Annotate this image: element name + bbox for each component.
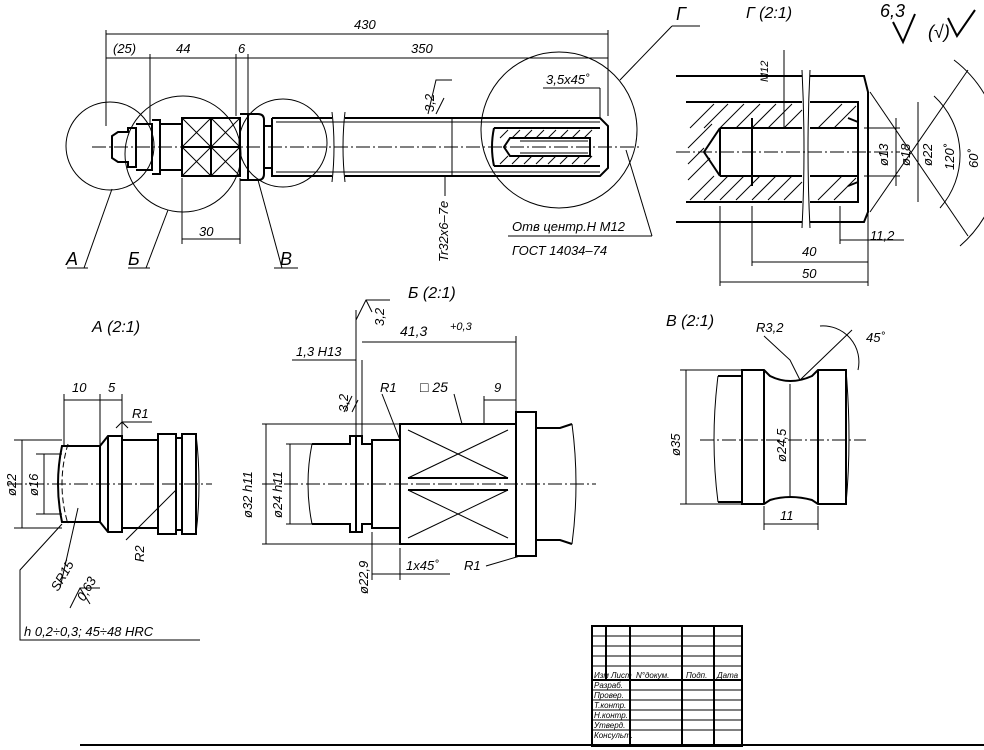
view-g-title: Г (2:1) — [746, 5, 792, 22]
view-v-d245: ø24,5 — [774, 428, 789, 462]
view-v-angle45: 45˚ — [866, 330, 885, 345]
tb-col-sign: Подп. — [686, 671, 707, 680]
thread-spec: Tr32x6–7e — [436, 201, 451, 262]
view-b-rough32: 3,2 — [372, 307, 387, 326]
title-block-row-labels: Изм ЛистРазраб.Провер.Т.контр.Н.контр.Ут… — [593, 671, 633, 740]
view-b-r1: R1 — [380, 380, 397, 395]
view-g-angle120: 120˚ — [942, 143, 957, 170]
view-b — [262, 299, 596, 580]
view-a — [8, 394, 212, 641]
dim-overall-430: 430 — [354, 17, 376, 32]
tb-row-label: Разраб. — [594, 681, 623, 690]
dim-44: 44 — [176, 41, 190, 56]
tb-col-date: Дата — [716, 671, 739, 680]
tb-row-label: Провер. — [594, 691, 624, 700]
view-v-title: В (2:1) — [666, 313, 714, 330]
view-a-dim10: 10 — [72, 380, 87, 395]
chamfer-label: 3,5x45˚ — [546, 72, 590, 87]
view-g-dim112: 11,2 — [870, 228, 895, 243]
view-g-d22: ø22 — [920, 143, 935, 166]
view-b-d24: ø24 h11 — [270, 471, 285, 518]
label-V: В — [280, 249, 292, 269]
view-g-dim50: 50 — [802, 266, 817, 281]
general-roughness-value: 6,3 — [880, 1, 905, 21]
general-roughness — [892, 9, 976, 45]
view-g-d18: ø18 — [898, 143, 913, 166]
view-a-d22: ø22 — [4, 473, 19, 496]
tb-row-label: Т.контр. — [594, 701, 626, 710]
view-a-dim5: 5 — [108, 380, 116, 395]
tb-row-label: Консульт. — [594, 731, 633, 740]
view-b-tol03: +0,3 — [450, 321, 473, 333]
general-roughness-bracket: (√) — [928, 22, 950, 42]
view-a-r1: R1 — [132, 406, 149, 421]
view-b-d229: ø22,9 — [356, 561, 371, 594]
label-A: А — [65, 249, 78, 269]
view-b-rough32b: 3,2 — [336, 393, 351, 412]
label-G: Г — [676, 4, 687, 24]
view-g — [676, 50, 984, 286]
tb-col-docnum: N°докум. — [636, 671, 669, 680]
view-b-dim413: 41,3 — [400, 323, 427, 339]
dim-350: 350 — [411, 41, 433, 56]
dim-6: 6 — [238, 41, 246, 56]
dim-25: (25) — [113, 41, 136, 56]
view-a-sr15: SR15 — [48, 557, 78, 593]
view-a-title: А (2:1) — [91, 319, 140, 336]
main-shaft-view — [65, 25, 700, 269]
view-v-r32: R3,2 — [756, 320, 784, 335]
view-a-r2: R2 — [132, 545, 147, 562]
title-block — [80, 625, 984, 747]
view-a-note: h 0,2÷0,3; 45÷48 HRC — [24, 624, 154, 639]
view-b-groove: 1,3 H13 — [296, 344, 342, 359]
thread-roughness: 3,2 — [422, 93, 437, 112]
view-a-d16: ø16 — [26, 473, 41, 496]
view-g-d13: ø13 — [876, 143, 891, 166]
dim-30: 30 — [199, 224, 214, 239]
view-b-d32: ø32 h11 — [240, 471, 255, 518]
view-v-d35: ø35 — [668, 433, 683, 456]
label-B: Б — [128, 249, 140, 269]
view-v — [680, 325, 866, 530]
tb-row-label: Утверд. — [593, 721, 625, 730]
view-b-square: □ 25 — [420, 379, 448, 395]
view-g-angle60: 60˚ — [966, 149, 981, 168]
center-hole-line2: ГОСТ 14034–74 — [512, 243, 607, 258]
view-g-dim40: 40 — [802, 244, 817, 259]
view-b-dim9: 9 — [494, 380, 501, 395]
tb-row-label: Н.контр. — [594, 711, 628, 720]
center-hole-line1: Отв центр.Н М12 — [512, 219, 626, 234]
view-b-title: Б (2:1) — [408, 285, 456, 302]
view-g-thread: М12 — [759, 61, 771, 82]
view-b-chamfer: 1x45˚ — [406, 558, 439, 573]
view-b-r1b: R1 — [464, 558, 481, 573]
view-v-dim11: 11 — [780, 508, 794, 523]
tb-row-label: Изм Лист — [594, 671, 632, 680]
